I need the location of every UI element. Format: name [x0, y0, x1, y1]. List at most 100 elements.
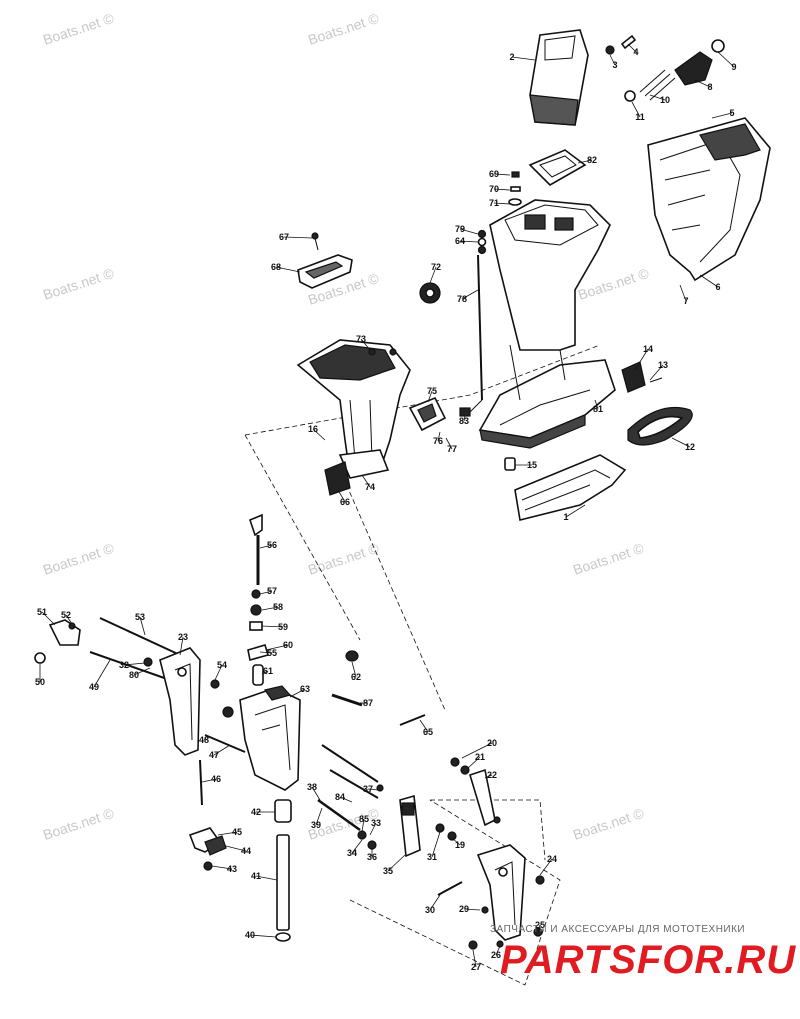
callout-43[interactable]: 43 — [211, 864, 237, 874]
part-pin-87[interactable] — [331, 693, 363, 707]
callout-31[interactable]: 31 — [427, 831, 441, 862]
callout-82[interactable]: 82 — [577, 155, 597, 165]
callout-77[interactable]: 77 — [445, 437, 457, 454]
callout-56[interactable]: 56 — [259, 540, 277, 550]
callout-76[interactable]: 76 — [433, 431, 443, 446]
part-shift-rod-78[interactable] — [469, 254, 483, 413]
part-screws-73[interactable] — [368, 348, 397, 356]
callout-38[interactable]: 38 — [307, 782, 321, 801]
callout-16[interactable]: 16 — [308, 424, 326, 441]
callout-52[interactable]: 52 — [61, 610, 73, 625]
callout-5[interactable]: 5 — [711, 108, 735, 119]
callout-73[interactable]: 73 — [356, 334, 371, 351]
callout-84[interactable]: 84 — [335, 792, 353, 803]
part-bracket-75[interactable] — [408, 396, 471, 432]
callout-80[interactable]: 80 — [129, 667, 151, 680]
callout-11[interactable]: 11 — [631, 101, 645, 122]
part-lever-51[interactable] — [34, 619, 81, 664]
callout-87[interactable]: 87 — [360, 698, 373, 708]
callout-61[interactable]: 61 — [261, 666, 273, 676]
part-cam-44[interactable] — [188, 827, 227, 871]
callout-25[interactable]: 25 — [535, 920, 545, 933]
callout-42[interactable]: 42 — [251, 807, 275, 817]
callout-57[interactable]: 57 — [259, 586, 277, 596]
part-washer-40[interactable] — [275, 932, 291, 942]
callout-79[interactable]: 79 — [455, 224, 479, 235]
callout-19[interactable]: 19 — [451, 837, 465, 850]
callout-36[interactable]: 36 — [367, 848, 377, 862]
part-clamp-bracket-left[interactable] — [159, 647, 201, 756]
callout-10[interactable]: 10 — [649, 94, 670, 105]
callout-24[interactable]: 24 — [539, 854, 557, 876]
callout-3[interactable]: 3 — [609, 54, 618, 70]
callout-67[interactable]: 67 — [279, 232, 313, 242]
part-bearing-72[interactable] — [419, 282, 441, 304]
part-small-57-61[interactable] — [247, 589, 270, 686]
part-small-33-37[interactable] — [357, 784, 384, 850]
part-screw-3-4[interactable] — [605, 34, 637, 55]
callout-70[interactable]: 70 — [489, 184, 511, 194]
callout-20[interactable]: 20 — [461, 738, 497, 759]
part-lever-22[interactable] — [450, 757, 501, 827]
part-clamp-bracket-right[interactable] — [476, 844, 526, 941]
part-grommet-15[interactable] — [504, 457, 516, 471]
callout-26[interactable]: 26 — [491, 945, 501, 960]
callout-50[interactable]: 50 — [35, 664, 45, 687]
callout-71[interactable]: 71 — [489, 198, 511, 208]
callout-1[interactable]: 1 — [563, 504, 586, 522]
part-tube-56[interactable] — [249, 513, 263, 585]
part-swivel-bracket-63[interactable] — [239, 685, 301, 791]
callout-2[interactable]: 2 — [509, 52, 536, 62]
part-pin-41[interactable] — [276, 834, 290, 931]
callout-60[interactable]: 60 — [265, 640, 293, 651]
callout-65[interactable]: 65 — [419, 719, 433, 737]
callout-29[interactable]: 29 — [459, 904, 481, 914]
callout-37[interactable]: 37 — [363, 784, 379, 794]
callout-51[interactable]: 51 — [37, 607, 56, 626]
part-gasket-82[interactable] — [528, 149, 587, 186]
callout-53[interactable]: 53 — [135, 612, 146, 636]
part-nuts-31-19[interactable] — [435, 823, 457, 841]
part-rod-49[interactable] — [89, 651, 171, 681]
callout-81[interactable]: 81 — [593, 399, 603, 414]
callout-55[interactable]: 55 — [259, 648, 277, 658]
callout-63[interactable]: 63 — [289, 684, 310, 698]
callout-44[interactable]: 44 — [225, 845, 251, 856]
part-nuts-left[interactable] — [143, 657, 234, 718]
callout-12[interactable]: 12 — [671, 437, 695, 452]
callout-46[interactable]: 46 — [201, 774, 221, 784]
part-plate-1[interactable] — [514, 454, 627, 521]
callout-69[interactable]: 69 — [489, 169, 511, 179]
part-driveshaft-housing-74[interactable] — [296, 339, 411, 479]
callout-21[interactable]: 21 — [467, 752, 485, 769]
callout-30[interactable]: 30 — [425, 894, 441, 915]
callout-83[interactable]: 83 — [459, 415, 469, 426]
part-cylinder-35[interactable] — [399, 794, 421, 858]
part-rod-53[interactable] — [99, 617, 181, 656]
callout-62[interactable]: 62 — [351, 661, 361, 682]
callout-40[interactable]: 40 — [245, 930, 277, 940]
part-bolt-46[interactable] — [199, 759, 203, 806]
callout-32[interactable]: 32 — [119, 660, 146, 670]
callout-6[interactable]: 6 — [699, 274, 721, 292]
part-bolt-65[interactable] — [399, 714, 426, 726]
callout-45[interactable]: 45 — [217, 827, 242, 837]
callout-34[interactable]: 34 — [347, 839, 363, 858]
part-cover-68[interactable] — [297, 232, 353, 289]
part-exhaust-cover[interactable] — [647, 117, 771, 282]
callout-39[interactable]: 39 — [311, 807, 323, 830]
callout-33[interactable]: 33 — [369, 818, 381, 836]
part-screws-69-71[interactable] — [508, 171, 522, 206]
callout-58[interactable]: 58 — [261, 602, 283, 612]
part-screws-79-64[interactable] — [477, 229, 487, 255]
callout-74[interactable]: 74 — [361, 474, 375, 492]
callout-49[interactable]: 49 — [89, 659, 111, 692]
callout-85[interactable]: 85 — [359, 814, 369, 833]
callout-59[interactable]: 59 — [261, 622, 288, 632]
callout-54[interactable]: 54 — [214, 660, 227, 681]
callout-14[interactable]: 14 — [634, 344, 653, 371]
part-mount-14[interactable] — [621, 361, 663, 393]
callout-48[interactable]: 48 — [199, 735, 209, 745]
callout-27[interactable]: 27 — [471, 949, 481, 972]
callout-9[interactable]: 9 — [717, 51, 737, 72]
